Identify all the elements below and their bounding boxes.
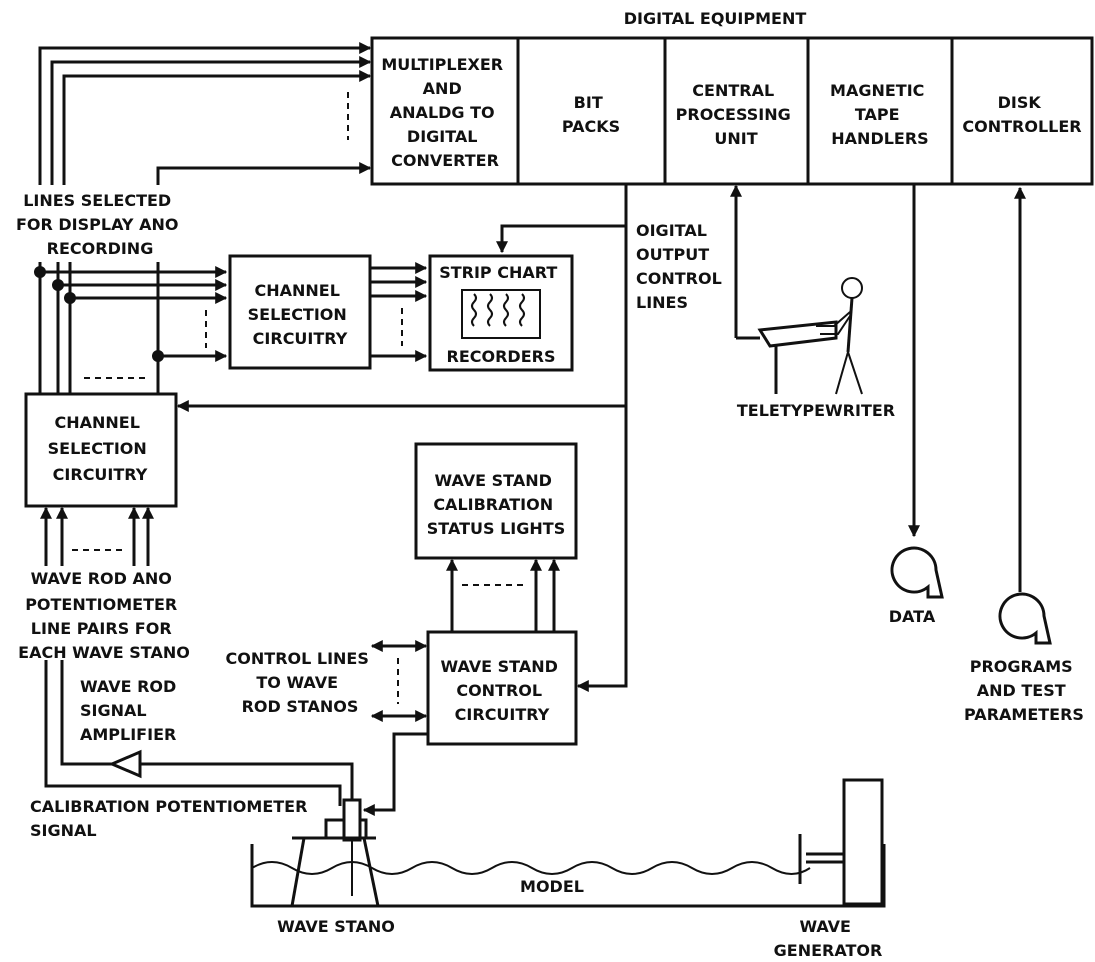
- multiplexer-label: MULTIPLEXER AND ANALDG TO DIGITAL CONVER…: [381, 55, 508, 170]
- lines-selected-label: LINES SELECTED FOR DISPLAY ANO RECORDING: [16, 191, 184, 258]
- calibration-signal-label: CALIBRATION POTENTIOMETER SIGNAL: [30, 797, 313, 840]
- programs-label: PROGRAMS AND TEST PARAMETERS: [964, 657, 1084, 724]
- model-tank: [250, 778, 886, 908]
- control-lines-label: CONTROL LINES TO WAVE ROD STANOS: [226, 649, 375, 716]
- strip-chart-box: STRIP CHART RECORDERS: [428, 254, 574, 372]
- cpu-label: CENTRAL PROCESSING UNIT: [676, 81, 797, 148]
- status-lights-box: WAVE STAND CALIBRATION STATUS LIGHTS: [414, 442, 578, 560]
- digital-output-lines: [176, 184, 628, 692]
- status-lights-label: WAVE STAND CALIBRATION STATUS LIGHTS: [427, 471, 565, 538]
- digital-equipment-row: MULTIPLEXER AND ANALDG TO DIGITAL CONVER…: [370, 36, 1094, 186]
- tape-handlers-label: MAGNETIC TAPE HANDLERS: [830, 81, 930, 148]
- digital-equipment-title: DIGITAL EQUIPMENT: [624, 9, 807, 28]
- channel-selection-upper-label: CHANNEL SELECTION CIRCUITRY: [248, 281, 353, 348]
- wave-rod-input-lines: [40, 506, 154, 566]
- programs-input-line: [998, 186, 1052, 645]
- channel-selection-lower-label: CHANNEL SELECTION CIRCUITRY: [48, 413, 153, 484]
- control-circuitry-label: WAVE STAND CONTROL CIRCUITRY: [441, 657, 564, 724]
- data-output-line: [890, 184, 944, 599]
- control-circuitry-box: WAVE STAND CONTROL CIRCUITRY: [426, 630, 578, 746]
- amplifier-symbol: [44, 660, 428, 816]
- chart-feed-lines: [370, 262, 428, 362]
- strip-chart-label: STRIP CHART RECORDERS: [439, 263, 563, 366]
- amplifier-label: WAVE ROD SIGNAL AMPLIFIER: [80, 677, 182, 744]
- digital-output-label: OIGITAL OUTPUT CONTROL LINES: [636, 221, 727, 312]
- teletypewriter-figure: [730, 184, 863, 395]
- wave-generator-label: WAVE GENERATOR: [774, 917, 883, 960]
- wave-stand-label: WAVE STANO: [277, 917, 395, 936]
- disk-controller-label: DISK CONTROLLER: [962, 93, 1081, 136]
- data-label: DATA: [889, 607, 936, 626]
- channel-selection-lower-box: CHANNEL SELECTION CIRCUITRY: [24, 392, 178, 508]
- model-label: MODEL: [520, 877, 584, 896]
- teletypewriter-label: TELETYPEWRITER: [737, 401, 895, 420]
- control-lines: [370, 640, 428, 722]
- wave-rod-pairs-label: WAVE ROD ANO POTENTIOMETER LINE PAIRS FO…: [18, 569, 190, 662]
- status-light-feed-lines: [446, 558, 560, 632]
- multiplexer-input-lines: [38, 42, 372, 185]
- channel-bus-lines: [34, 262, 228, 394]
- bit-packs-label: BIT PACKS: [562, 93, 620, 136]
- channel-selection-upper-box: CHANNEL SELECTION CIRCUITRY: [228, 254, 372, 370]
